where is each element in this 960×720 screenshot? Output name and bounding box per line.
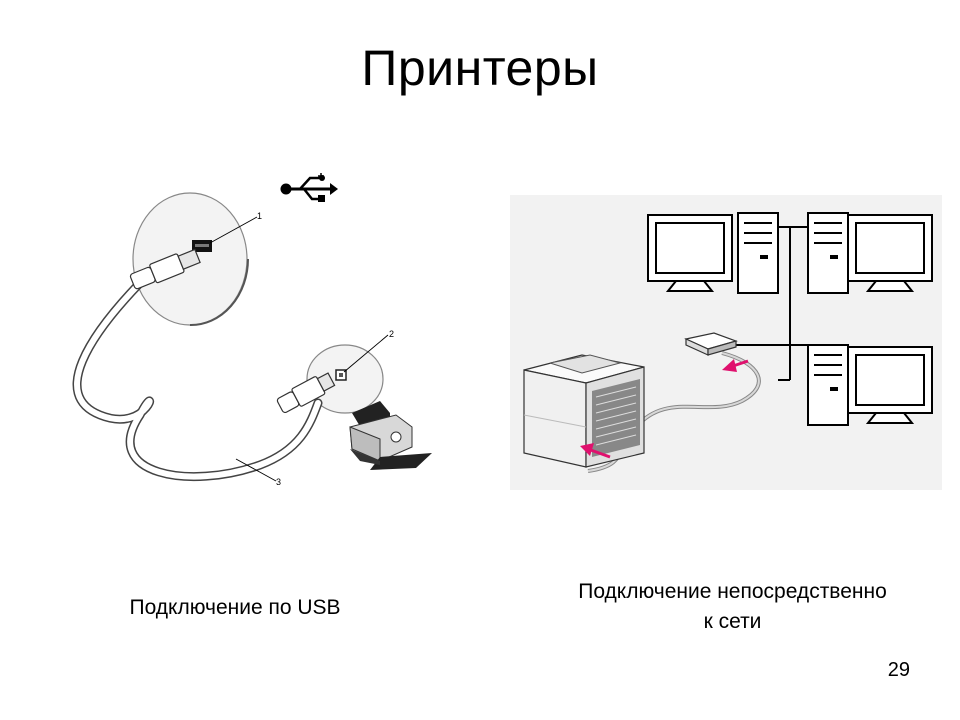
network-caption: Подключение непосредственно к сети <box>540 577 925 637</box>
computer-3 <box>807 344 933 426</box>
callout-1: 1 <box>257 211 262 221</box>
callout-2: 2 <box>389 329 394 339</box>
laser-printer <box>523 354 645 468</box>
network-connection-illustration <box>510 195 942 490</box>
network-caption-line-1: Подключение непосредственно <box>578 580 887 603</box>
network-hub <box>684 332 738 356</box>
usb-b-plug <box>276 372 336 414</box>
inkjet-printer <box>349 401 432 470</box>
usb-caption: Подключение по USB <box>129 596 341 619</box>
usb-a-plug <box>129 248 201 290</box>
network-caption-line-2: к сети <box>703 610 762 633</box>
computer-1 <box>647 212 779 294</box>
page-number: 29 <box>887 659 910 681</box>
printer-port-closeup: 2 <box>306 329 394 414</box>
callout-3: 3 <box>276 477 281 487</box>
usb-icon <box>280 173 338 202</box>
slide-title: Принтеры <box>361 40 599 96</box>
usb-connection-illustration: 1 2 3 <box>72 173 432 487</box>
computer-2 <box>807 212 933 294</box>
